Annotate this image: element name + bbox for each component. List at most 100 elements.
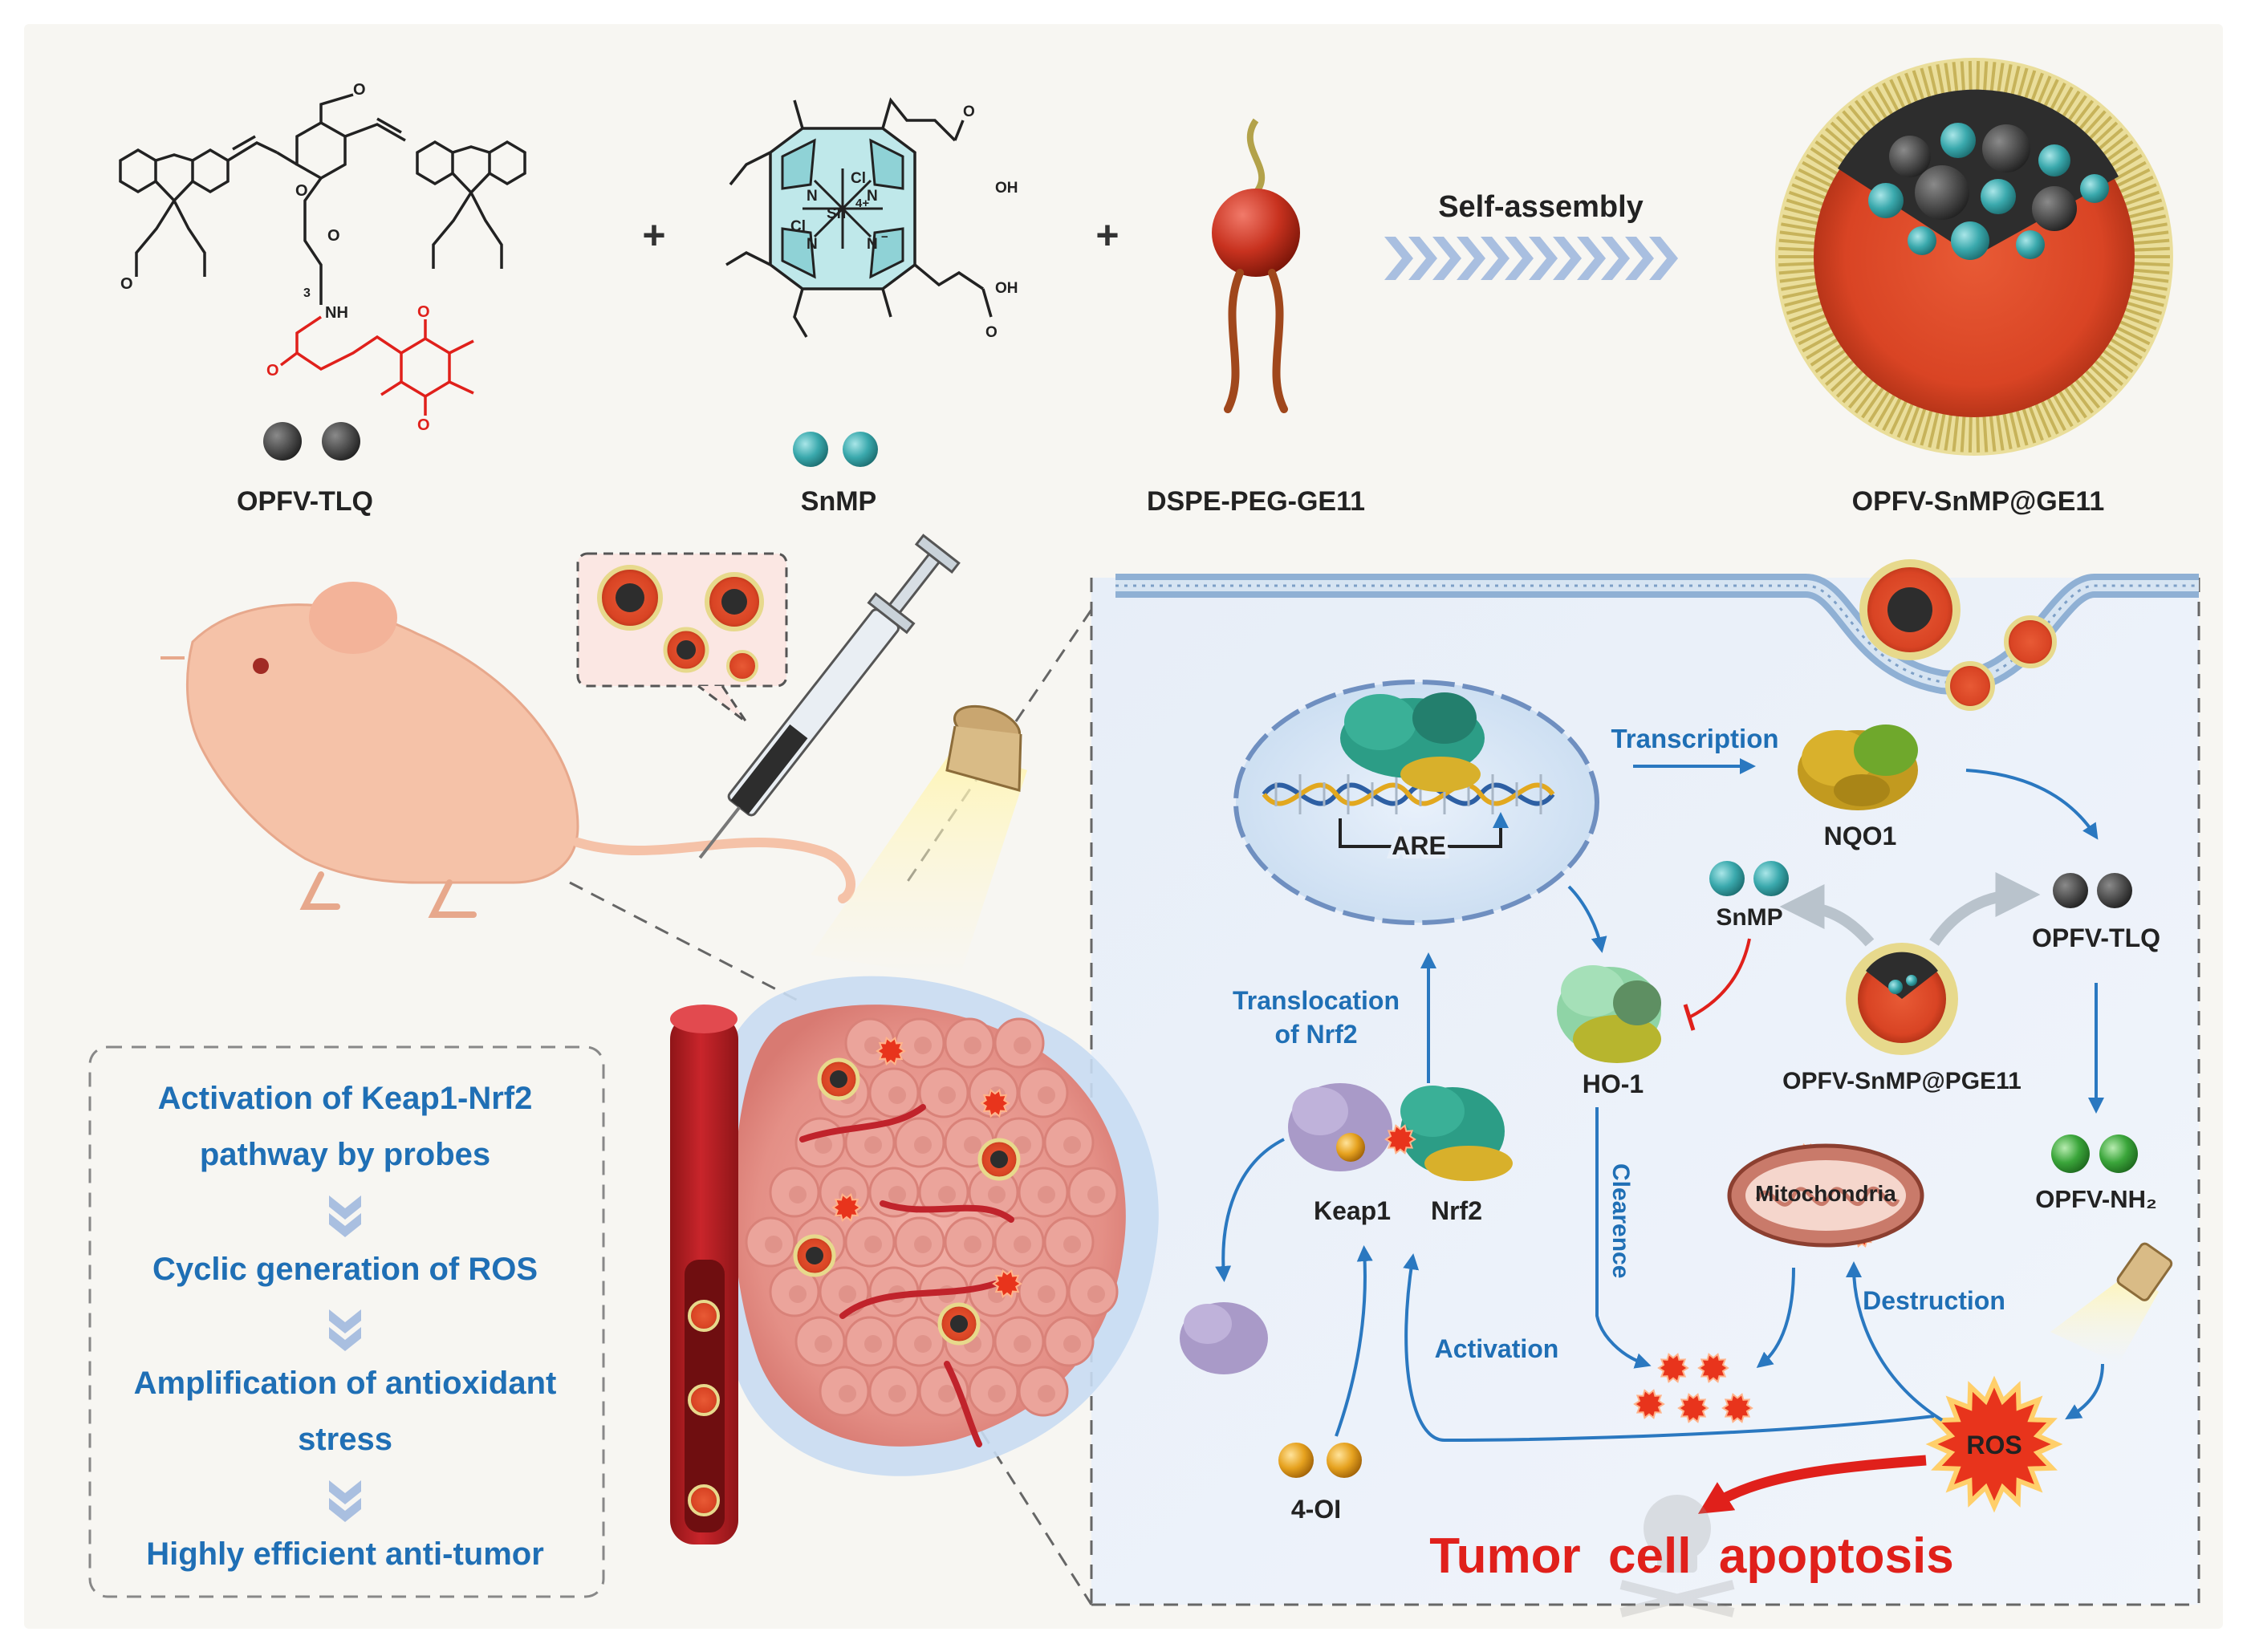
tumor-nanoparticle-core <box>990 1151 1008 1168</box>
ros-particle <box>1384 1124 1416 1155</box>
peg-spike <box>2125 301 2163 315</box>
chevron-mark <box>329 1213 361 1237</box>
label-probe: OPFV-SnMP@PGE11 <box>1782 1068 2021 1094</box>
peg-spike <box>1814 140 1847 165</box>
chem-n-4: N <box>867 236 878 253</box>
light-source-icon <box>811 704 1027 979</box>
opfv-nh2-sphere-1 <box>2051 1134 2090 1173</box>
label-opfv-tlq: OPFV-TLQ <box>237 486 373 517</box>
tumor-cell-nucleus <box>1014 1136 1031 1154</box>
core-ball <box>1981 179 2016 214</box>
tumor-cell-nucleus <box>1063 1236 1081 1253</box>
peg-spike <box>1779 274 1817 283</box>
snmp-labels: Cl Cl Sn 4+ N N N N − OH O OH O <box>790 104 1018 341</box>
peg-spike <box>2131 274 2169 283</box>
tumor-cell-nucleus <box>914 1335 932 1353</box>
label-apoptosis: Tumor cell apoptosis <box>1429 1528 1953 1584</box>
chem-sn-charge: 4+ <box>855 197 869 210</box>
tumor-cell-nucleus <box>839 1385 856 1402</box>
peg-spike <box>1779 230 1817 239</box>
chem-n-3: N <box>807 236 818 253</box>
skull-icon <box>1619 1495 1735 1617</box>
tumor-cell-nucleus <box>938 1086 956 1104</box>
chem-oh-2: OH <box>995 280 1018 297</box>
peg-spike <box>1854 382 1879 414</box>
tumor-cell-nucleus <box>864 1236 882 1253</box>
peg-spike <box>2105 343 2139 367</box>
peg-spike <box>1960 415 1966 453</box>
peg-spike <box>1778 262 1816 267</box>
core-ball <box>1982 124 2030 173</box>
peg-spike <box>1835 369 1864 398</box>
opfv-tlq-labels: O O O O 3 NH O O O <box>120 81 430 434</box>
peg-spike <box>1798 326 1833 346</box>
peg-spike <box>2052 393 2074 428</box>
blood-vessel <box>670 1005 738 1544</box>
peg-spike <box>1842 373 1869 404</box>
ros-particle <box>1633 1389 1665 1419</box>
four-oi-sphere-2 <box>1327 1443 1362 1478</box>
chevron-mark <box>1384 237 1413 280</box>
tumor-cell-nucleus <box>1038 1186 1055 1203</box>
peg-spike <box>1920 409 1933 446</box>
core-ball <box>2032 186 2077 231</box>
chem-n-minus: − <box>881 230 888 244</box>
chevron-mark <box>329 1327 361 1351</box>
chem-o3: O <box>120 275 133 293</box>
peg-spike <box>1786 198 1823 213</box>
nucleus <box>1233 680 1599 925</box>
chem-o2: O <box>327 227 340 245</box>
tumor-cell-nucleus <box>914 1236 932 1253</box>
peg-spike <box>1791 183 1827 200</box>
peg-spike <box>1794 175 1830 194</box>
label-opfv-nh2: OPFV-NH₂ <box>2035 1185 2157 1213</box>
peg-spike <box>1798 168 1833 188</box>
chem-cl-1: Cl <box>851 170 866 187</box>
core-ball <box>1868 183 1904 218</box>
cell-opfv-tlq-sphere-1 <box>2053 873 2088 908</box>
peg-spike <box>2115 326 2151 346</box>
chem-acid-o-2: O <box>985 324 998 341</box>
peg-spike <box>2132 246 2170 252</box>
peg-spike <box>2132 238 2170 246</box>
opfv-tlq-structure <box>119 93 526 305</box>
peg-spike <box>1861 386 1885 419</box>
tlq-group <box>279 315 474 416</box>
chem-amide-o: O <box>266 362 279 380</box>
chem-sn: Sn <box>827 205 846 222</box>
core-ball <box>2080 174 2109 203</box>
peg-spike <box>2127 206 2164 219</box>
ros-burst-icon <box>1925 1375 2063 1513</box>
step-chevron-1 <box>329 1195 361 1237</box>
core-ball <box>1951 221 1989 260</box>
peg-spike <box>1889 400 1908 435</box>
tumor-cell-nucleus <box>964 1136 981 1154</box>
peg-spike <box>1976 415 1981 453</box>
ros-burst-shape <box>1925 1375 2063 1513</box>
peg-spike <box>1867 390 1891 424</box>
peg-spike <box>1806 153 1839 177</box>
tumor-cell-nucleus <box>839 1285 856 1303</box>
peg-spike <box>1952 414 1960 452</box>
label-4-oi: 4-OI <box>1291 1495 1341 1524</box>
peg-spike <box>1802 160 1836 182</box>
tumor-cell-nucleus <box>988 1385 1006 1402</box>
nanoparticle-large <box>1775 58 2173 456</box>
arrow-ros-activation <box>1403 1253 1935 1443</box>
step-2: Cyclic generation of ROS <box>152 1252 538 1287</box>
tumor-cell-nucleus <box>1038 1086 1055 1104</box>
label-ho1: HO-1 <box>1583 1070 1644 1098</box>
peg-spike <box>1989 414 1997 452</box>
tumor-cell-nucleus <box>914 1136 932 1154</box>
peg-spike <box>2002 412 2013 450</box>
tumor-cell-nucleus <box>864 1136 882 1154</box>
peg-spike <box>2119 319 2154 339</box>
chem-oh-1: OH <box>995 180 1018 197</box>
syringe-icon <box>698 534 961 859</box>
tumor-cell-nucleus <box>1014 1335 1031 1353</box>
arrow-nqo1-to-opfv-tlq <box>1965 769 2099 840</box>
arrow-clearence <box>1595 1107 1652 1369</box>
keap1-protein-icon <box>1288 1083 1392 1171</box>
tumor-cell-nucleus <box>1087 1186 1105 1203</box>
peg-spike <box>2127 294 2164 307</box>
